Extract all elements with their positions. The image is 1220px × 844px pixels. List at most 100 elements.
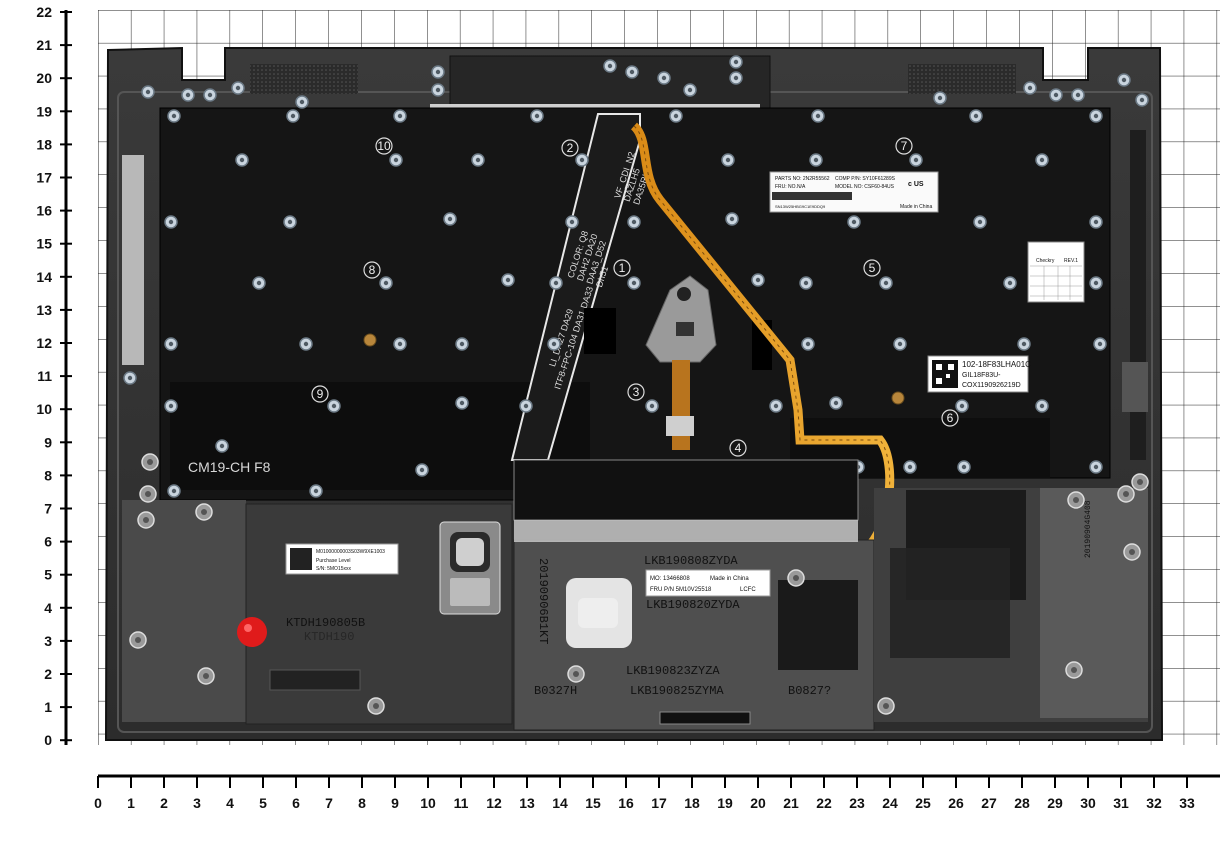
screw-center bbox=[805, 341, 811, 347]
table-title: Checkry bbox=[1036, 258, 1055, 264]
circled-number: 8 bbox=[369, 263, 376, 277]
screw-center bbox=[1073, 497, 1079, 503]
x-tick-label: 31 bbox=[1113, 795, 1129, 811]
screw-center bbox=[803, 280, 809, 286]
circled-number: 6 bbox=[947, 411, 954, 425]
circled-number-ring bbox=[375, 137, 393, 155]
screw-center bbox=[419, 467, 425, 473]
stamp-right-vertical: 20190904G408 bbox=[1084, 500, 1093, 558]
screw-center bbox=[313, 488, 319, 494]
screw-center bbox=[573, 671, 579, 677]
qr-label-line1: 102-18F83LHA01C bbox=[962, 360, 1031, 369]
y-tick-label: 5 bbox=[44, 567, 52, 583]
screw-center bbox=[1097, 341, 1103, 347]
screw-center bbox=[1071, 667, 1077, 673]
trackpoint-bracket bbox=[645, 275, 717, 363]
screw-center bbox=[299, 99, 305, 105]
screw-center bbox=[534, 113, 540, 119]
dark-component-2 bbox=[890, 548, 1010, 658]
bottom-margin bbox=[60, 745, 1220, 844]
screw-center bbox=[505, 277, 511, 283]
y-tick-label: 1 bbox=[44, 699, 52, 715]
fru-origin-text: Made in China bbox=[710, 576, 749, 582]
screw-center bbox=[1053, 92, 1059, 98]
qr-label-sticker: 102-18F83LHA01C GIL18F83U- COX1190926219… bbox=[927, 355, 1031, 393]
screw-center bbox=[145, 491, 151, 497]
circled-number: 5 bbox=[869, 261, 876, 275]
qr-label-line3: COX1190926219D bbox=[962, 382, 1021, 389]
checkry-table-sticker: Checkry REV.1 bbox=[1027, 241, 1085, 303]
bottom-left-slot bbox=[269, 669, 361, 691]
circled-number: 10 bbox=[377, 139, 391, 153]
x-tick-label: 12 bbox=[486, 795, 502, 811]
screw-center bbox=[973, 113, 979, 119]
screw-center bbox=[147, 459, 153, 465]
x-tick-label: 30 bbox=[1080, 795, 1096, 811]
y-tick-label: 0 bbox=[44, 732, 52, 748]
x-tick-label: 2 bbox=[160, 795, 168, 811]
lower-screws bbox=[129, 453, 1149, 715]
screw-center bbox=[1129, 549, 1135, 555]
lower-right-grey bbox=[1040, 488, 1148, 718]
y-tick-label: 17 bbox=[36, 170, 52, 186]
stamp-ktdh-a: KTDH190805B bbox=[286, 616, 365, 630]
screw-center bbox=[793, 575, 799, 581]
screw-center bbox=[207, 92, 213, 98]
screw-center bbox=[1093, 280, 1099, 286]
screw-center bbox=[1093, 113, 1099, 119]
red-marker-highlight bbox=[244, 624, 252, 632]
trackpoint-hole bbox=[677, 287, 691, 301]
screw-center bbox=[833, 400, 839, 406]
white-bracket-hole bbox=[578, 598, 618, 628]
circled-number-ring bbox=[627, 383, 645, 401]
x-tick-label: 15 bbox=[585, 795, 601, 811]
screw-center bbox=[185, 92, 191, 98]
screw-center bbox=[1121, 77, 1127, 83]
screw-center bbox=[393, 157, 399, 163]
y-tick-label: 11 bbox=[37, 368, 52, 384]
stamp-lkb-a: LKB190808ZYDA bbox=[644, 554, 738, 568]
trackpoint-chip bbox=[676, 322, 694, 336]
screw-center bbox=[673, 113, 679, 119]
screw-center bbox=[1093, 219, 1099, 225]
screw-center bbox=[135, 637, 141, 643]
x-tick-label: 21 bbox=[783, 795, 799, 811]
y-tick-label: 4 bbox=[44, 600, 52, 616]
y-tick-label: 19 bbox=[36, 103, 52, 119]
screw-center bbox=[649, 403, 655, 409]
fru-vendor-text: LCFC bbox=[740, 587, 756, 593]
screw-center bbox=[725, 157, 731, 163]
circled-number: 3 bbox=[633, 385, 640, 399]
screw-center bbox=[171, 113, 177, 119]
stamp-ktdh-b: KTDH190 bbox=[304, 630, 354, 644]
screw-center bbox=[475, 157, 481, 163]
screw-center bbox=[1039, 403, 1045, 409]
circled-number-ring bbox=[895, 137, 913, 155]
small-label-line2: Purchase Level bbox=[316, 558, 350, 564]
screw-center bbox=[397, 113, 403, 119]
x-tick-label: 25 bbox=[915, 795, 931, 811]
circled-number: 1 bbox=[619, 261, 626, 275]
fingerprint-reader bbox=[439, 521, 501, 615]
screw-center bbox=[287, 219, 293, 225]
x-tick-label: 23 bbox=[849, 795, 865, 811]
y-tick-label: 15 bbox=[36, 236, 52, 252]
x-tick-label: 9 bbox=[391, 795, 399, 811]
screw-center bbox=[1137, 479, 1143, 485]
brass-screw-2 bbox=[891, 391, 905, 405]
x-tick-label: 17 bbox=[651, 795, 667, 811]
screw-center bbox=[773, 403, 779, 409]
screw-center bbox=[168, 219, 174, 225]
y-tick-label: 13 bbox=[36, 302, 52, 318]
screw-center bbox=[171, 488, 177, 494]
x-tick-label: 4 bbox=[226, 795, 234, 811]
x-tick-label: 19 bbox=[717, 795, 733, 811]
circled-number: 9 bbox=[317, 387, 324, 401]
screw-center bbox=[913, 157, 919, 163]
fru-mo-text: MO: 13466808 bbox=[650, 576, 690, 582]
red-marker-dot bbox=[237, 617, 267, 647]
screw-center bbox=[256, 280, 262, 286]
circled-number-ring bbox=[941, 409, 959, 427]
circled-number-ring bbox=[363, 261, 381, 279]
screw-center bbox=[1139, 97, 1145, 103]
